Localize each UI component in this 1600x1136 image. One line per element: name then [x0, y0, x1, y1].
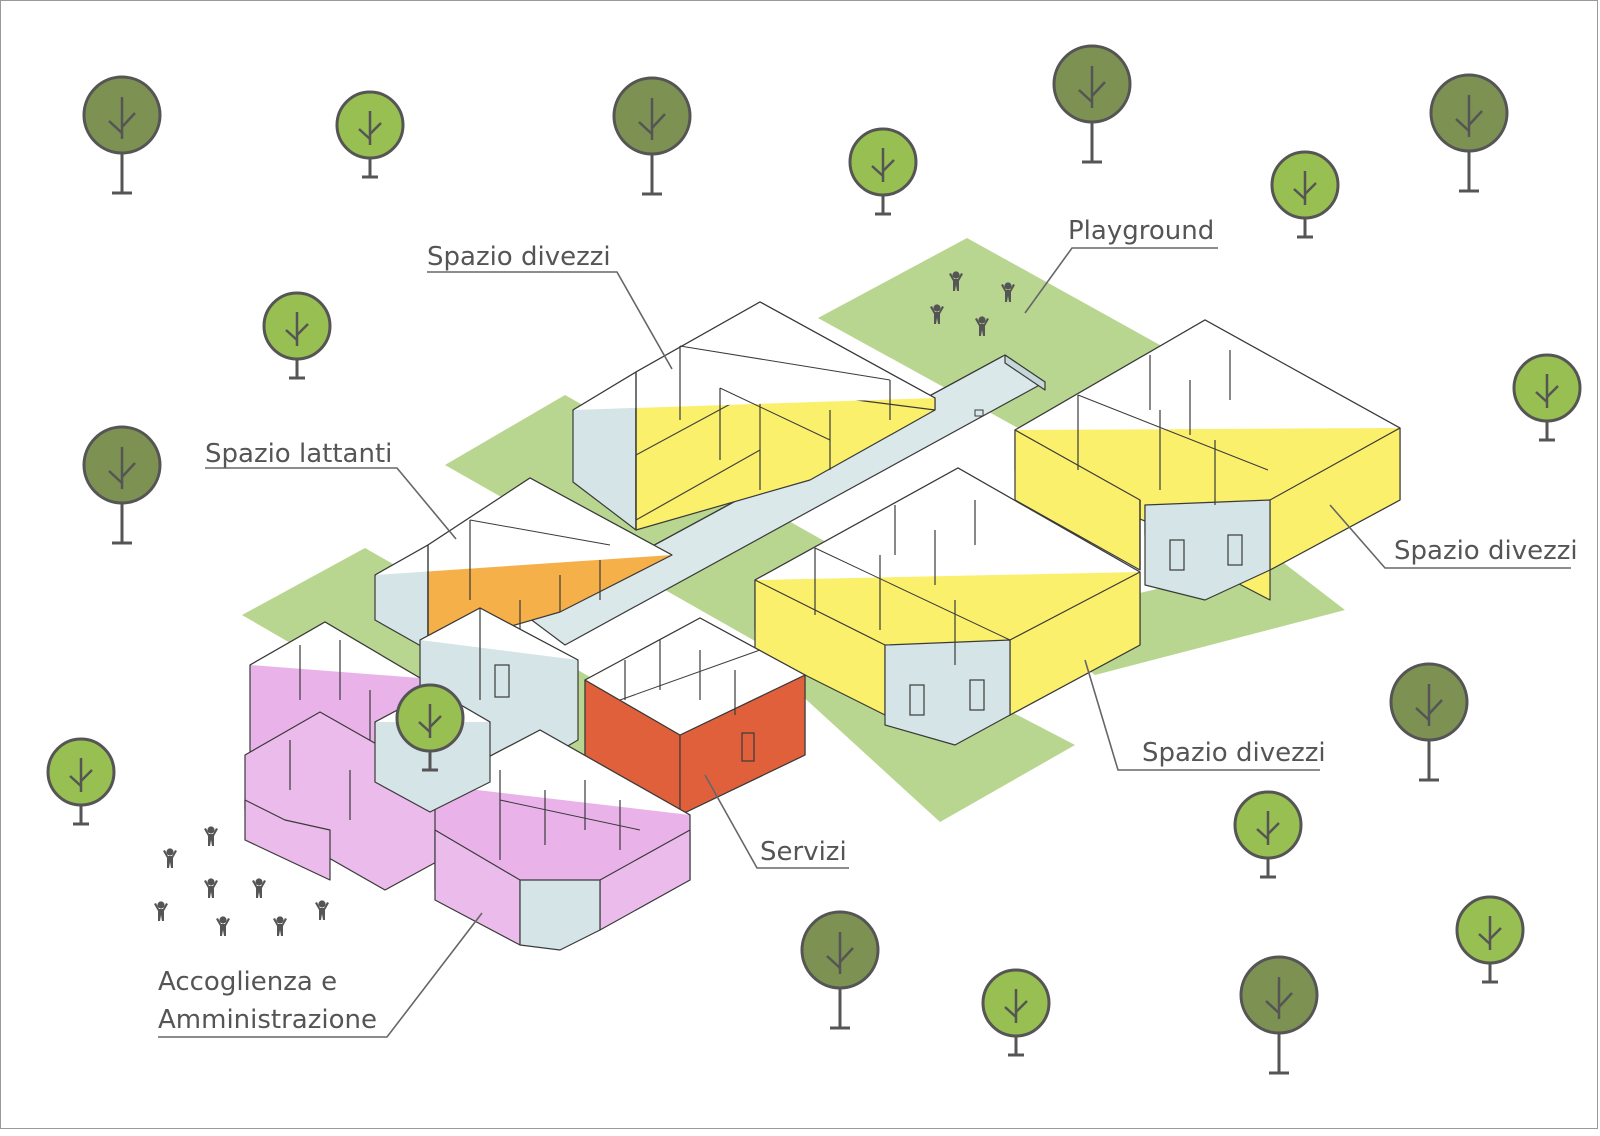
block-lattanti	[374, 477, 673, 651]
label-divezzi-bottom: Spazio divezzi	[1142, 738, 1326, 768]
block-divezzi-right	[1014, 319, 1401, 601]
label-accoglienza-line2: Amministrazione	[158, 1005, 377, 1035]
label-divezzi-right: Spazio divezzi	[1394, 536, 1578, 566]
labels: Spazio divezzi Spazio lattanti Playgroun…	[158, 216, 1578, 1035]
block-servizi	[584, 617, 807, 816]
block-accoglienza	[244, 621, 691, 951]
label-servizi: Servizi	[760, 837, 847, 867]
block-divezzi-bottom	[754, 467, 1141, 746]
courtyard	[374, 683, 491, 813]
label-lattanti: Spazio lattanti	[205, 439, 392, 469]
block-divezzi-top	[572, 301, 936, 531]
leader-lines	[158, 247, 1571, 1038]
label-playground: Playground	[1068, 216, 1214, 246]
label-divezzi-top: Spazio divezzi	[427, 242, 611, 272]
label-accoglienza-line1: Accoglienza e	[158, 967, 337, 997]
